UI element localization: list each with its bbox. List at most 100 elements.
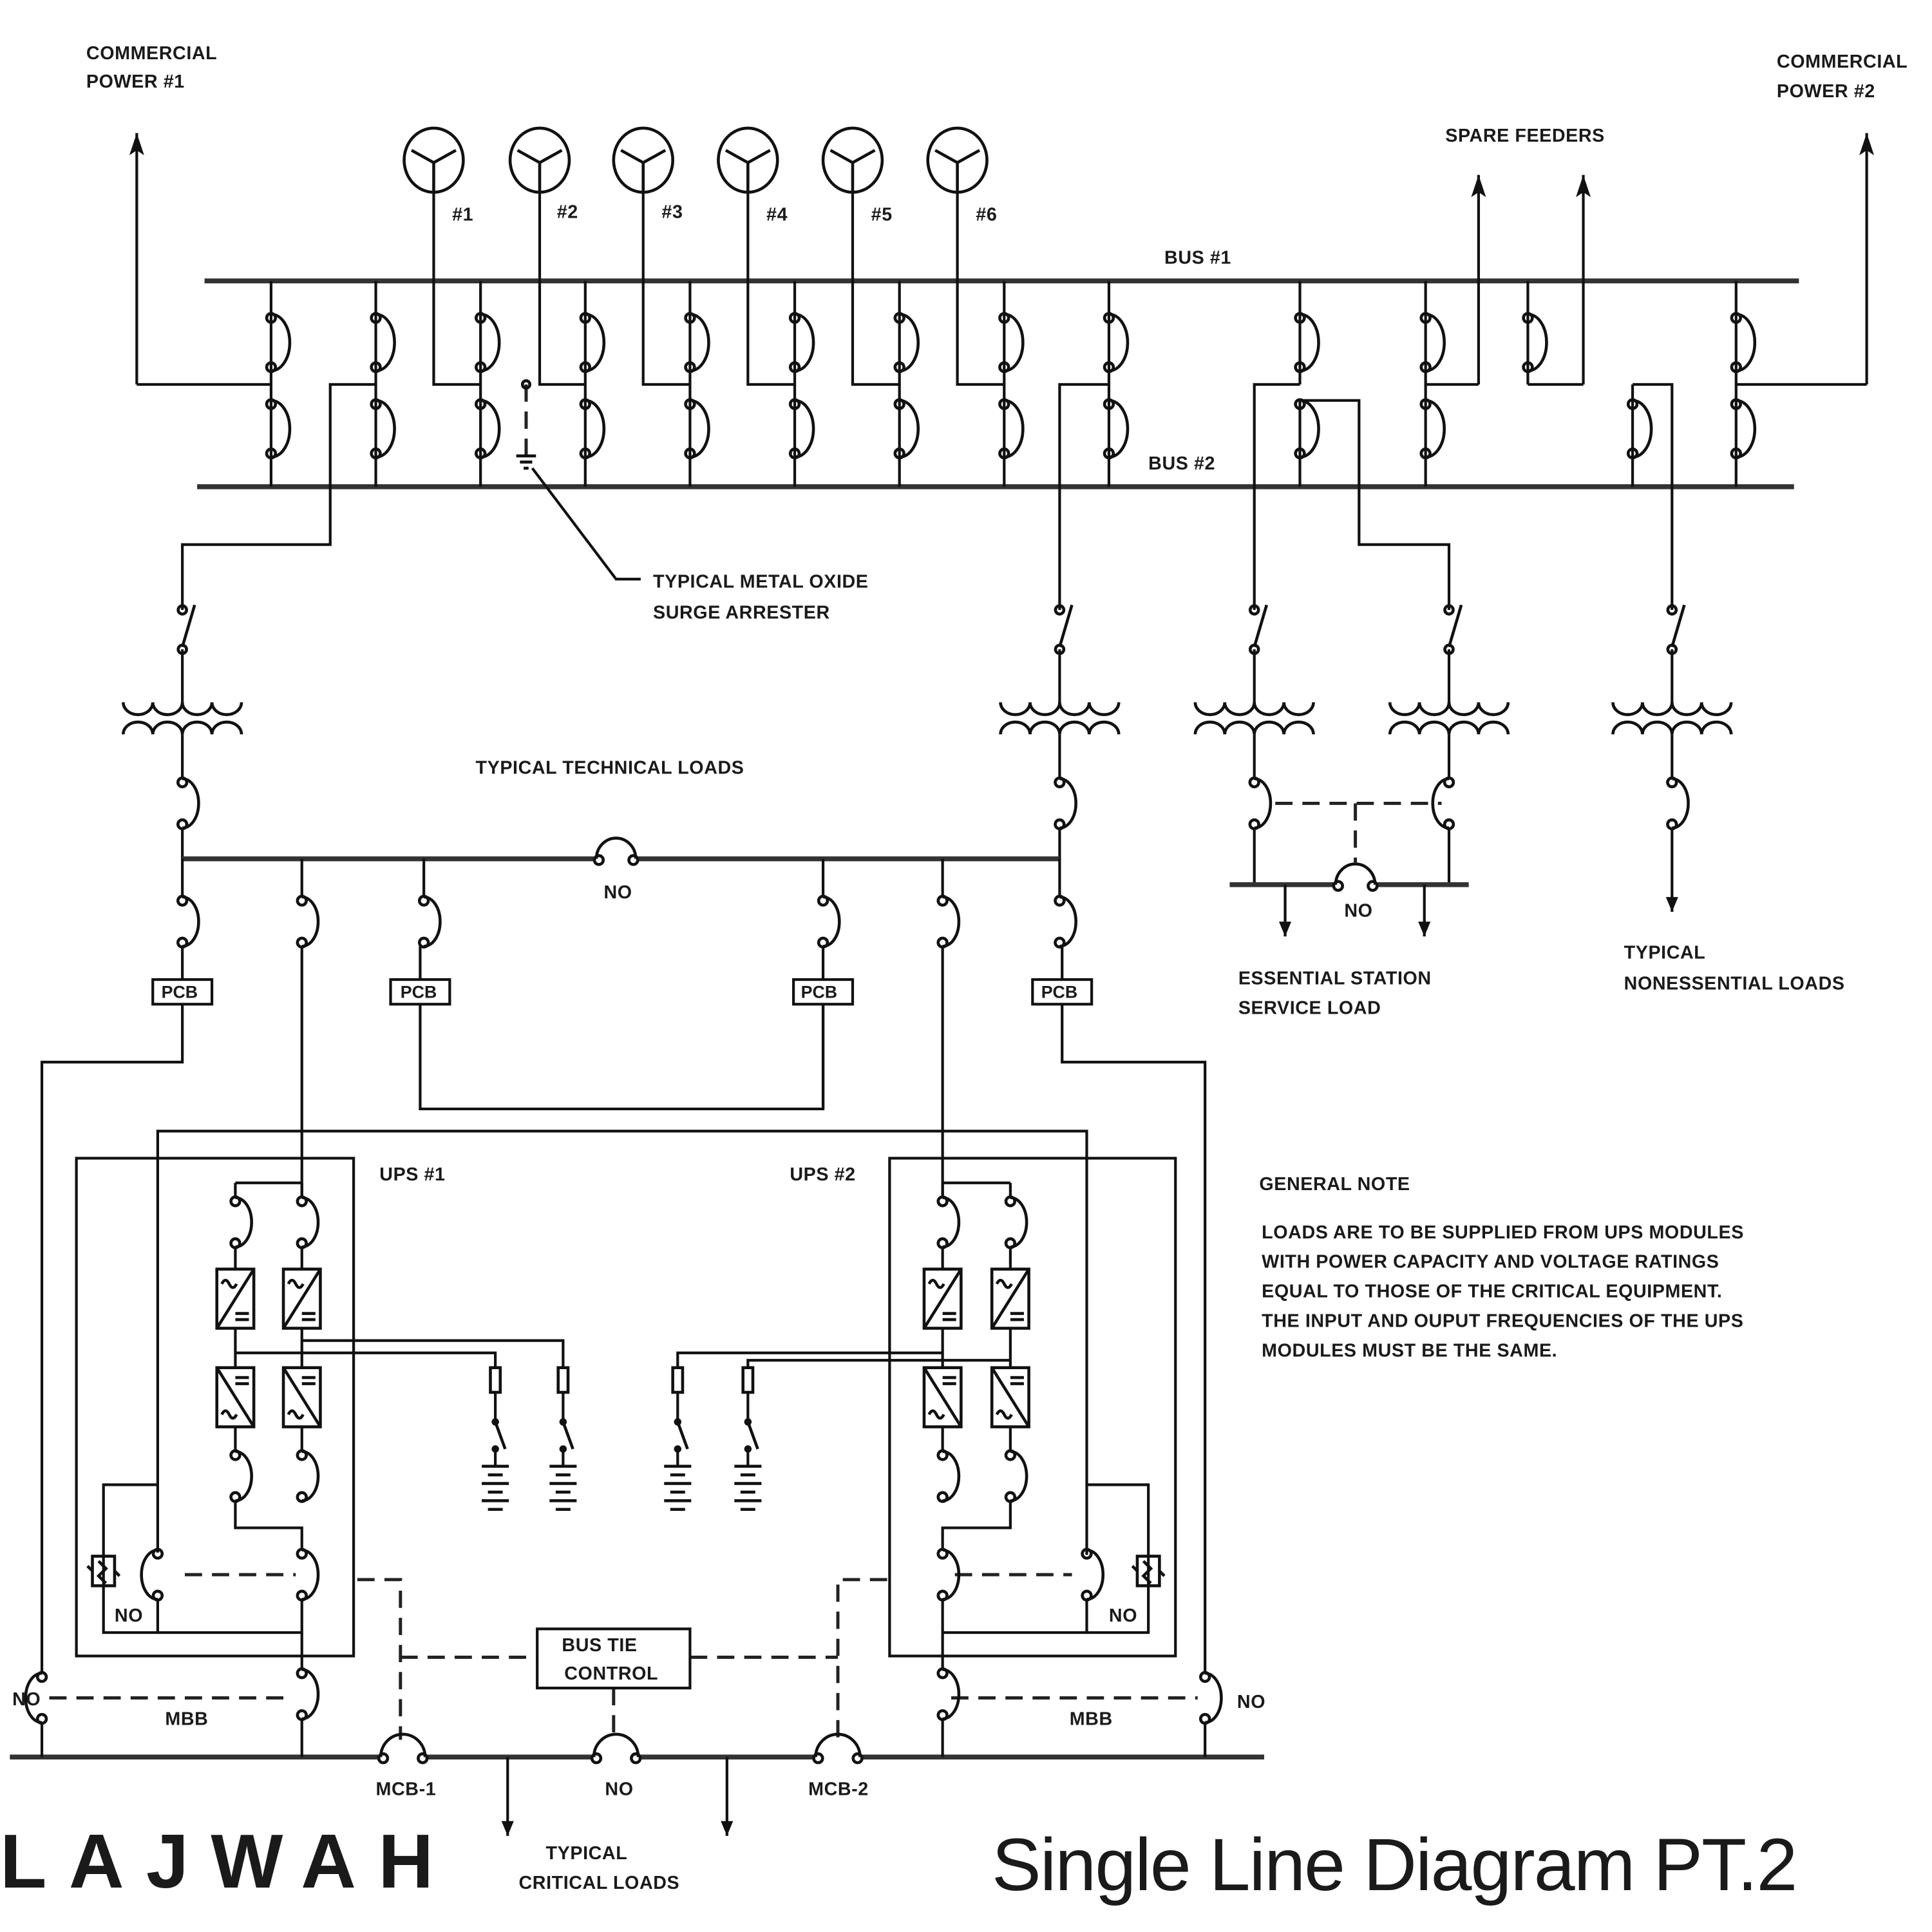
thyristor-mark [86,1565,121,1577]
breaker-contact [1522,361,1534,374]
bus2-breaker-icon [370,398,396,460]
ac-wave [927,1278,945,1289]
breaker-contact [1198,1671,1211,1683]
breaker-arc [480,399,501,459]
bus2-breaker-icon [788,398,815,460]
breaker-contact [1730,398,1742,410]
breaker-arc [1059,777,1077,830]
technical-branch-breaker-icon [417,895,442,949]
breaker-contact [684,447,696,460]
pcb-box-1 [151,978,214,1006]
breaker-contact [788,361,801,374]
breaker-contact [296,1709,308,1721]
breaker-contact [296,1491,308,1503]
fuse-icon [741,1366,755,1394]
bus2-breaker-icon [579,398,606,460]
breaker-contact [1419,312,1432,324]
technical-branch-breaker-icon [296,895,320,949]
ups2-static-loop [1085,1483,1150,1634]
bus1-breaker-icon [684,312,710,374]
secondary-winding [1388,720,1510,735]
transformer-left-icon [122,702,243,735]
essential-bus2-breaker-icon [1294,398,1320,460]
breaker-contact [151,1548,164,1560]
technical-feeder-right [1058,383,1109,611]
pcb-label-3: PCB [801,983,838,1002]
breaker-contact [1248,818,1260,831]
converter-diagonal [990,1268,1030,1329]
ac-wave [927,1409,945,1420]
surge-arrester-line1: TYPICAL METAL OXIDE [653,572,868,592]
breaker-arc [301,1668,320,1721]
bus-tie-control-line1: BUS TIE [562,1635,637,1656]
generator-label-5: #5 [871,204,893,225]
switch-blade [1058,604,1074,648]
breaker-arc [814,1732,862,1757]
breaker-arc [1004,312,1025,373]
bus1-breaker-icon [1103,312,1130,374]
bus-gap [1333,880,1378,889]
breaker-contact [265,398,278,410]
generator-5-feeder [851,192,900,386]
symbols [24,126,1875,1836]
breaker-arc [794,399,815,459]
transformer-nonessential-icon [1611,702,1733,735]
breaker-contact [296,895,308,907]
switch-blade [493,1421,507,1450]
switch-contact [1443,604,1455,616]
breaker-contact [684,398,696,410]
breaker-arc [1004,399,1025,459]
breaker-contact [592,854,605,866]
breaker-contact [893,398,905,410]
bus2-breaker-icon [1103,398,1130,460]
ups2-static-no-label: NO [1109,1605,1137,1626]
switch-blade [562,1421,574,1450]
breaker-contact [1081,1548,1093,1560]
breaker-contact [812,1752,824,1765]
transformer-left-main-breaker-icon [176,776,200,831]
generator-4-icon [717,126,779,194]
breaker-arc [235,1450,253,1502]
breaker-contact [1198,1712,1211,1725]
technical-branch-breaker-icon [817,895,841,949]
surge-arrester-line2: SURGE ARRESTER [653,602,830,623]
breaker-arc [1632,399,1653,459]
disconnect-essential-b-icon [1443,604,1463,656]
bus1-breaker-icon [474,312,501,374]
disconnect-nonessential-icon [1666,604,1686,656]
breaker-arc [301,1548,320,1601]
ups-1-label: UPS #1 [379,1164,445,1185]
breaker-contact [998,312,1010,324]
pcb-label-2: PCB [401,983,437,1002]
breaker-contact [579,447,591,460]
converter-frame [215,1366,256,1428]
ups1-output-breaker-icon [229,1449,253,1503]
arrow-down-icon [1418,922,1431,937]
breaker-arc [585,312,606,373]
breaker-contact [1443,776,1455,789]
breaker-contact [296,936,308,949]
breaker-contact [265,447,278,460]
switch-blade [1447,604,1463,648]
pcb-label-4: PCB [1041,983,1078,1002]
breaker-contact [1730,312,1742,324]
breaker-arc [942,1548,961,1601]
breaker-contact [936,895,949,907]
breaker-contact [1004,1449,1017,1461]
bus-gap [594,855,639,863]
arrow-down-icon [1278,922,1292,937]
breaker-arc [1108,312,1130,373]
switch-blade [746,1421,759,1450]
thyristor-mark [1141,1560,1153,1585]
ups2-mbb-breaker-icon [936,1667,961,1721]
essential-bus-tie-breaker-icon [1332,862,1379,892]
generator-6-icon [926,126,989,194]
breaker-contact [998,361,1010,374]
breaker-arc [1528,312,1548,373]
breaker-contact [1332,880,1344,892]
breaker-contact [936,1195,949,1208]
ups2-rectifier-2-icon [990,1267,1030,1330]
generator-label-1: #1 [452,204,473,225]
bus1-breaker-icon [788,312,815,374]
breaker-contact [176,936,189,949]
